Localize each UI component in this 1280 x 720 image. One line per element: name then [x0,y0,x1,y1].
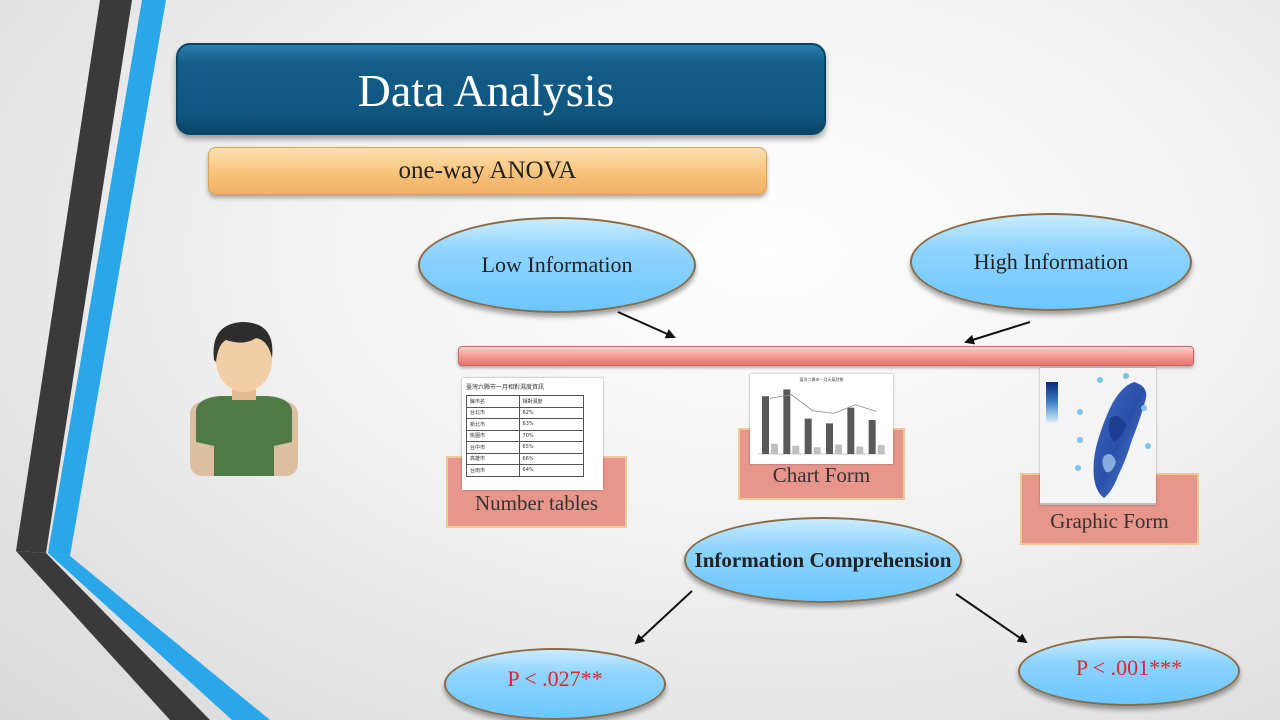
table-cell: 桃園市 [466,429,520,442]
mini-table: 縣市名 相對濕度 台北市 62% 新北市 63% 桃園市 70% 台中市 65%… [466,395,585,477]
table-cell: 新北市 [466,418,520,431]
table-cell: 縣市名 [466,395,520,408]
mini-chart-bar [804,418,812,454]
table-cell: 64% [518,464,585,477]
high-information-oval: High Information [910,213,1192,311]
table-cell: 相對濕度 [518,395,585,408]
mini-chart-bar-secondary [771,443,778,454]
mini-chart-line [769,394,877,414]
table-row: 台中市 65% [466,441,585,454]
mini-chart-bar [783,389,791,454]
taiwan-map-graphic [1040,368,1156,505]
slide-subtitle: one-way ANOVA [208,147,767,195]
table-cell: 台南市 [466,464,520,477]
table-row: 台南市 64% [466,464,585,477]
table-row: 縣市名 相對濕度 [466,395,585,408]
table-cell: 63% [518,418,585,431]
information-comprehension-oval: Information Comprehension [684,517,962,603]
table-thumbnail-title: 臺灣六縣市一月相對濕度資訊 [466,384,545,391]
chart-thumbnail-title: 臺灣六縣市一月天氣狀態 [799,377,844,382]
mini-chart-bar-secondary [877,445,885,454]
slide-title: Data Analysis [176,43,826,135]
low-information-oval: Low Information [418,217,696,313]
mini-chart-bar [762,396,769,454]
table-row: 桃園市 70% [466,429,585,442]
mini-chart [758,389,886,455]
table-cell: 70% [518,429,585,442]
number-table-thumbnail: 臺灣六縣市一月相對濕度資訊 縣市名 相對濕度 台北市 62% 新北市 63% 桃… [462,378,603,490]
table-row: 新北市 63% [466,418,585,431]
table-row: 台北市 62% [466,406,585,419]
mini-chart-bar [847,407,855,454]
p-value-low-oval: P < .027** [444,648,666,720]
mini-chart-bar [826,423,833,454]
table-cell: 66% [518,452,585,465]
mini-chart-bar-secondary [792,445,800,454]
table-cell: 65% [518,441,585,454]
mini-chart-bar-secondary [856,446,864,454]
table-cell: 台北市 [466,406,520,419]
mini-chart-bar-secondary [835,444,842,454]
table-cell: 62% [518,406,585,419]
mini-chart-bar [868,420,876,454]
table-cell: 台中市 [466,441,520,454]
chart-thumbnail: 臺灣六縣市一月天氣狀態 [750,374,893,464]
person-avatar-icon [190,322,298,476]
mini-chart-bar-secondary [813,447,821,454]
map-thumbnail [1040,368,1156,505]
p-value-high-oval: P < .001*** [1018,636,1240,706]
table-row: 高雄市 66% [466,452,585,465]
information-scale-bar [458,346,1194,366]
table-cell: 高雄市 [466,452,520,465]
